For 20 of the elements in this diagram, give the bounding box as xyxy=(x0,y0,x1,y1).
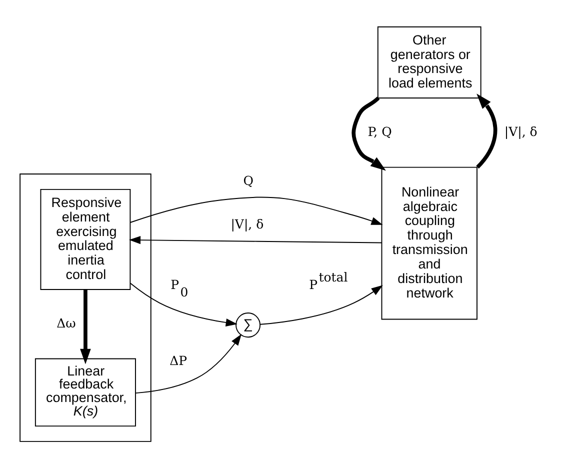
edge-label: Δω xyxy=(56,314,76,330)
edge-label: P, Q xyxy=(368,123,392,138)
edge-label: |V|, δ xyxy=(230,216,264,231)
node-box: Other generators or responsive load elements xyxy=(377,26,482,98)
node-box: Nonlinear algebraic coupling through transmission and distribution network xyxy=(381,166,478,320)
node-box: Linear feedback compensator, K(s) xyxy=(34,358,136,426)
arrow xyxy=(260,284,383,324)
edge-label: |V|, δ xyxy=(504,123,538,138)
arrow xyxy=(352,96,386,170)
arrow xyxy=(130,282,238,326)
node-circle: ∑ xyxy=(236,312,261,338)
arrow xyxy=(135,334,242,394)
arrow xyxy=(476,93,498,168)
edge-label: Q xyxy=(243,172,254,188)
arrow xyxy=(130,196,383,224)
arrow xyxy=(128,236,382,244)
node-box: Responsive element exercising emulated inertia control xyxy=(40,188,131,290)
arrow xyxy=(80,289,91,364)
cluster xyxy=(20,173,152,442)
edge-label: ΔP xyxy=(170,352,188,368)
